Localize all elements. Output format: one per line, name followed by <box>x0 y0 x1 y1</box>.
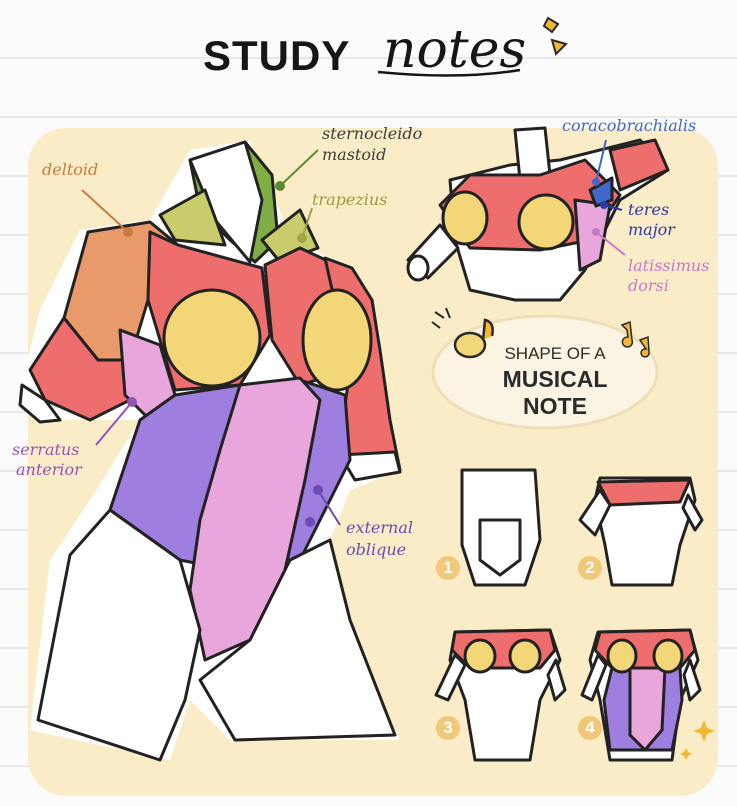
label-trapezius: trapezius <box>312 190 388 209</box>
title-study: STUDY <box>203 32 351 79</box>
step-1-figure <box>460 468 542 587</box>
title-underline <box>377 68 521 77</box>
musical-note-icon <box>453 318 494 359</box>
label-mastoid: mastoid <box>322 145 387 164</box>
label-serratus: serratus <box>12 440 80 459</box>
back-label-pointers <box>592 139 626 256</box>
step-4-figure <box>580 628 702 762</box>
main-torso-figure <box>18 140 402 762</box>
step-badge-2: 2 <box>578 556 602 580</box>
label-major: major <box>628 220 675 239</box>
sparkle-icon <box>680 720 715 760</box>
label-anterior: anterior <box>16 460 82 479</box>
step-2-number: 2 <box>585 558 595 577</box>
label-pointers <box>81 149 341 527</box>
step-4-number: 4 <box>585 718 595 737</box>
music-note-sparkle-icon <box>620 320 650 358</box>
label-sternocleido: sternocleido <box>322 124 423 143</box>
title-notes: notes <box>383 20 527 80</box>
step-3-number: 3 <box>443 718 453 737</box>
musical-note-callout <box>431 307 659 430</box>
step-2-figure <box>578 476 704 587</box>
label-coracobrachialis: coracobrachialis <box>562 116 697 135</box>
step-badge-3: 3 <box>436 716 460 740</box>
step-badge-4: 4 <box>578 716 602 740</box>
label-teres: teres <box>628 200 670 219</box>
callout-line-1: SHAPE OF A <box>504 344 606 363</box>
title-sparkle-icon <box>542 16 568 56</box>
label-dorsi: dorsi <box>628 276 669 295</box>
back-view-figure <box>406 126 670 302</box>
label-external: external <box>346 518 413 537</box>
label-deltoid: deltoid <box>42 160 99 179</box>
step-badge-1: 1 <box>436 556 460 580</box>
callout-line-2: MUSICAL NOTE <box>502 366 608 419</box>
page-title: STUDY notes <box>0 18 737 88</box>
step-3-figure <box>434 628 567 762</box>
label-oblique: oblique <box>346 540 407 559</box>
step-1-number: 1 <box>443 558 453 577</box>
label-latissimus: latissimus <box>628 256 710 275</box>
